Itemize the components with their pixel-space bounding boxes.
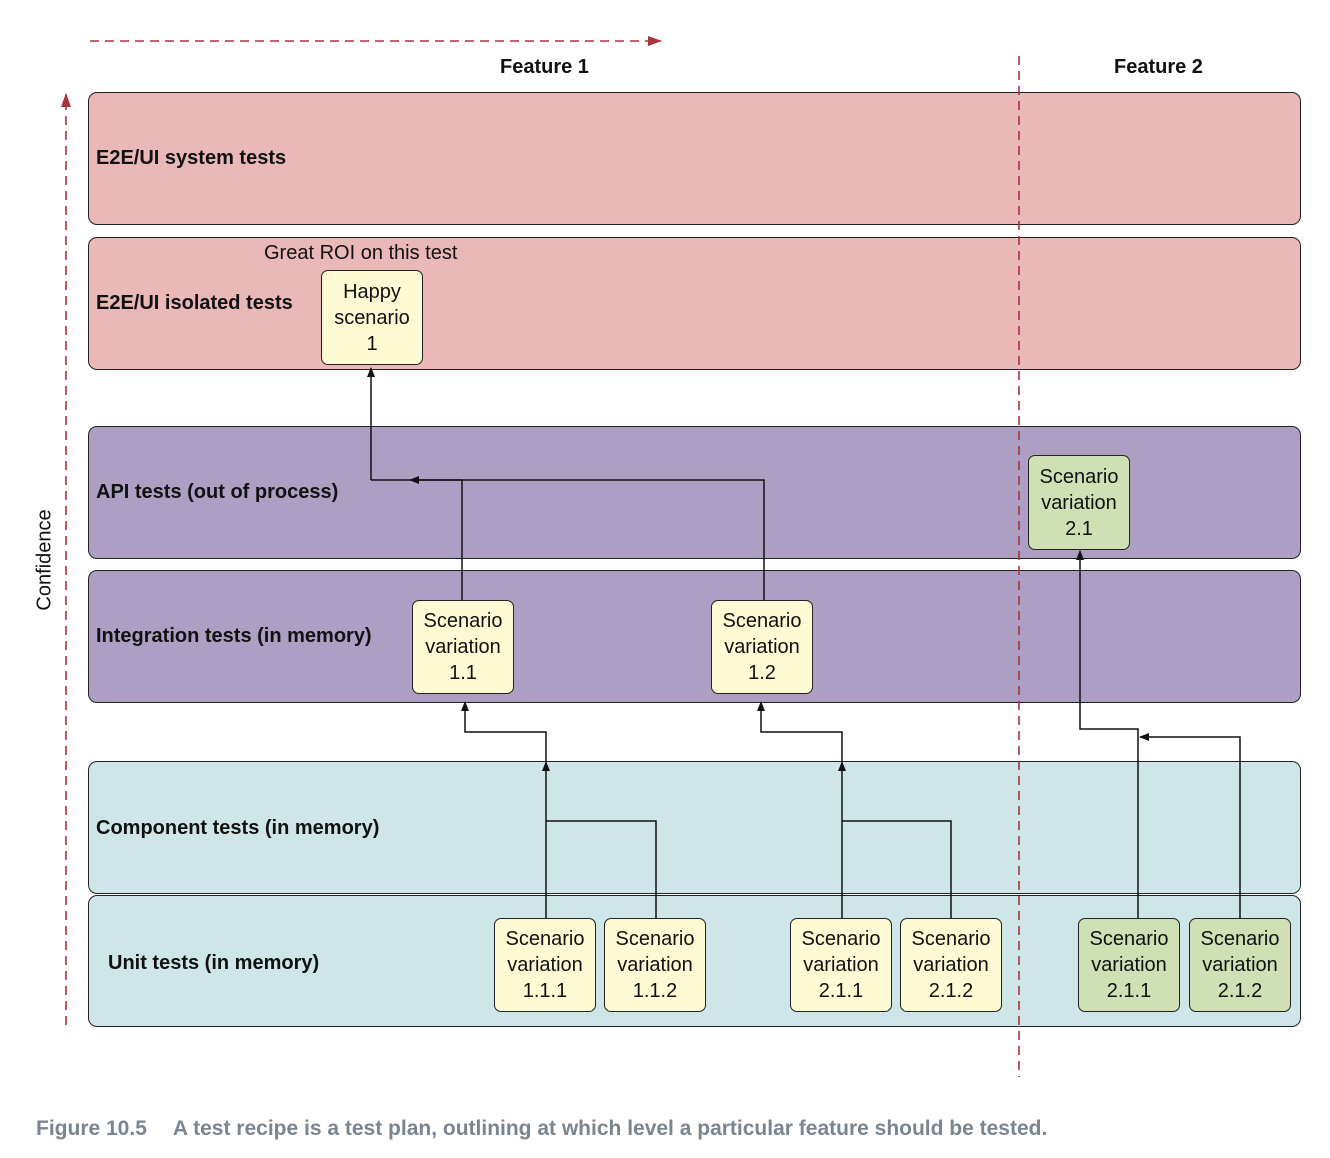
lane-component: Component tests (in memory) xyxy=(88,761,1301,894)
box-line: 1.1 xyxy=(449,662,477,684)
box-line: variation xyxy=(724,636,800,658)
lane-label-e2e-system: E2E/UI system tests xyxy=(96,147,287,169)
connector-unit-1-1-2-up xyxy=(546,820,657,918)
connector-to-int-1-1 xyxy=(461,701,547,762)
lane-label-component: Component tests (in memory) xyxy=(96,817,380,839)
connector-unit-f1-2-1-2-up xyxy=(842,820,952,918)
box-line: 2.1 xyxy=(1065,517,1093,540)
box-scenario-1-1: Scenario variation 1.1 xyxy=(412,600,514,694)
lane-label-api: API tests (out of process) xyxy=(96,481,339,503)
box-line: 1 xyxy=(366,332,378,355)
box-line: variation xyxy=(1202,954,1278,976)
box-line: 2.1.2 xyxy=(1217,980,1263,1002)
box-scenario-2-1-1-f2: Scenario variation 2.1.1 xyxy=(1078,918,1180,1012)
figure-caption: Figure 10.5 A test recipe is a test plan,… xyxy=(36,1117,1047,1141)
box-line: variation xyxy=(1091,954,1167,976)
box-line: variation xyxy=(1041,491,1117,514)
box-scenario-2-1: Scenario variation 2.1 xyxy=(1028,455,1130,550)
connector-int-1-2-to-happy xyxy=(409,476,765,600)
box-line: 2.1.2 xyxy=(928,980,974,1002)
box-line: variation xyxy=(913,954,989,976)
connector-unit-f2-2-1-1-up xyxy=(1076,550,1139,918)
feature-1-header: Feature 1 xyxy=(500,56,589,78)
feature-2-header: Feature 2 xyxy=(1114,56,1203,78)
box-scenario-2-1-2-f2: Scenario variation 2.1.2 xyxy=(1189,918,1291,1012)
roi-note: Great ROI on this test xyxy=(264,242,458,264)
box-scenario-1-1-1: Scenario variation 1.1.1 xyxy=(494,918,596,1012)
lane-label-integration: Integration tests (in memory) xyxy=(96,625,372,647)
box-line: 2.1.1 xyxy=(1106,980,1152,1002)
lane-e2e-isolated: E2E/UI isolated tests xyxy=(88,237,1301,370)
box-line: 1.1.1 xyxy=(522,980,568,1002)
box-line: Scenario xyxy=(801,928,881,950)
box-line: Scenario xyxy=(505,928,585,950)
box-line: Scenario xyxy=(1089,928,1169,950)
box-line: Scenario xyxy=(911,928,991,950)
box-line: Scenario xyxy=(615,928,695,950)
lane-integration: Integration tests (in memory) xyxy=(88,570,1301,703)
box-line: Happy xyxy=(343,280,401,303)
box-line: 2.1.1 xyxy=(818,980,864,1002)
lane-label-e2e-isolated: E2E/UI isolated tests xyxy=(96,292,293,314)
box-line: variation xyxy=(507,954,583,976)
box-line: 1.1.2 xyxy=(632,980,678,1002)
box-line: Scenario xyxy=(423,610,503,632)
connector-to-int-1-2 xyxy=(757,701,843,762)
box-happy-scenario-1: Happy scenario 1 xyxy=(321,270,423,365)
box-line: scenario xyxy=(334,306,410,329)
box-line: 1.2 xyxy=(748,662,776,684)
box-line: Scenario xyxy=(722,610,802,632)
connector-unit-f2-2-1-2-up xyxy=(1139,733,1241,918)
box-line: Scenario xyxy=(1039,465,1119,488)
confidence-axis-label: Confidence xyxy=(33,509,56,611)
figure-caption-text: A test recipe is a test plan, outlining … xyxy=(172,1117,1048,1140)
box-scenario-2-1-2-f1: Scenario variation 2.1.2 xyxy=(900,918,1002,1012)
box-line: variation xyxy=(617,954,693,976)
lane-label-unit: Unit tests (in memory) xyxy=(108,952,320,974)
box-scenario-1-1-2: Scenario variation 1.1.2 xyxy=(604,918,706,1012)
box-line: variation xyxy=(425,636,501,658)
figure-number: Figure 10.5 xyxy=(36,1117,147,1140)
box-line: variation xyxy=(803,954,879,976)
lane-e2e-system: E2E/UI system tests xyxy=(88,92,1301,225)
box-line: Scenario xyxy=(1200,928,1280,950)
box-scenario-1-2: Scenario variation 1.2 xyxy=(711,600,813,694)
box-scenario-2-1-1-f1: Scenario variation 2.1.1 xyxy=(790,918,892,1012)
